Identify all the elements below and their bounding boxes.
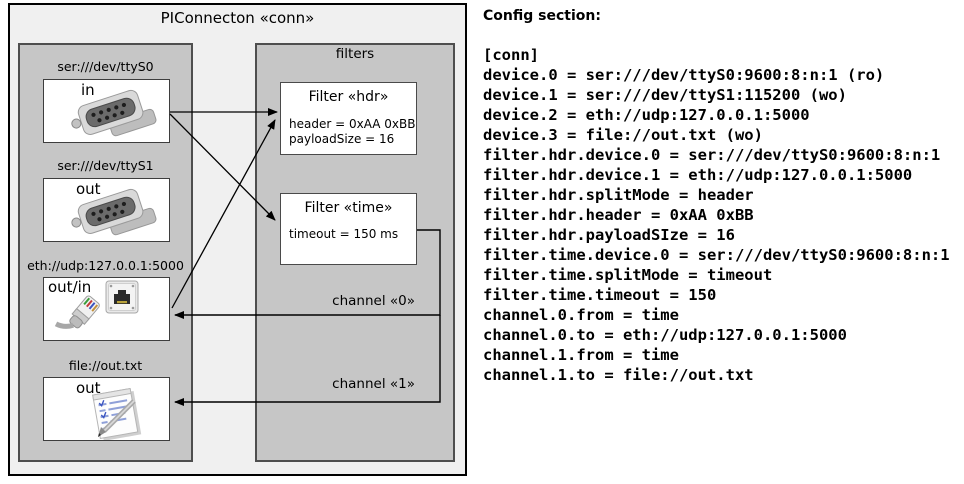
device-label-file: file://out.txt (68, 358, 143, 373)
filter-attribute: payloadSize = 16 (289, 132, 395, 146)
filters-panel-title: filters (335, 46, 375, 62)
device-direction-label: out/in (48, 278, 92, 296)
channel-0-label: channel «0» (332, 293, 415, 309)
device-box-eth: out/in (43, 277, 170, 341)
serial-connector-icon (71, 188, 157, 236)
config-heading: Config section: (483, 8, 601, 24)
device-box-ttys0: in (43, 79, 170, 143)
ethernet-plug-icon (54, 295, 100, 329)
connection-title: PIConnecton «conn» (160, 9, 315, 27)
device-box-ttys1: out (43, 178, 170, 242)
filter-box-time: Filter «time» timeout = 150 ms (280, 193, 417, 265)
filter-title: Filter «hdr» (308, 89, 389, 105)
filter-attribute: header = 0xAA 0xBB (289, 117, 416, 131)
filter-box-hdr: Filter «hdr» header = 0xAA 0xBB payloadS… (280, 82, 417, 155)
config-lines: [conn]device.0 = ser:///dev/ttyS0:9600:8… (483, 46, 950, 384)
filter-attribute: timeout = 150 ms (289, 227, 399, 241)
channel-1-label: channel «1» (332, 376, 415, 392)
device-label-ttys1: ser:///dev/ttyS1 (57, 158, 154, 173)
notepad-icon (92, 387, 142, 440)
device-box-file: out (43, 377, 170, 441)
ethernet-jack-icon (105, 280, 139, 314)
filter-title: Filter «time» (304, 200, 393, 216)
device-label-eth: eth://udp:127.0.0.1:5000 (27, 258, 184, 273)
serial-connector-icon (71, 89, 157, 137)
device-direction-label: in (81, 81, 95, 99)
device-label-ttys0: ser:///dev/ttyS0 (57, 59, 154, 74)
config-section: Config section: [conn]device.0 = ser:///… (483, 0, 964, 484)
device-direction-label: out (76, 379, 101, 397)
device-direction-label: out (76, 180, 101, 198)
